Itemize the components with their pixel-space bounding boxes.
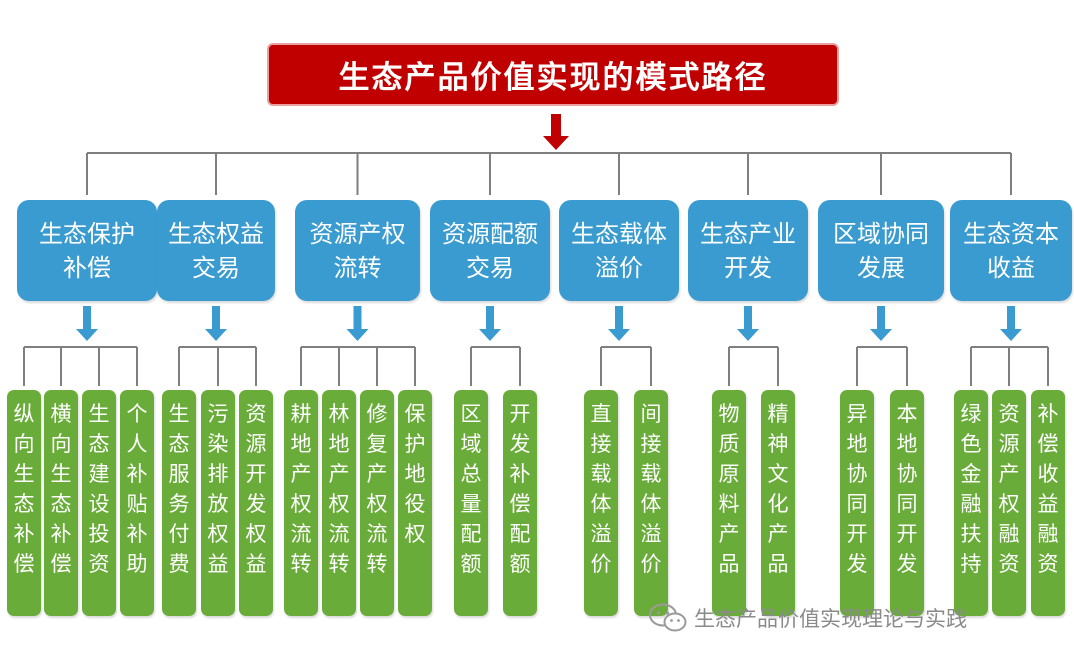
leaf-label: 绿色金融扶持 xyxy=(960,402,982,576)
leaf-box: 纵向生态补偿 xyxy=(7,390,41,616)
leaf-box: 区域总量配额 xyxy=(454,390,488,616)
leaf-label: 耕地产权流转 xyxy=(290,402,312,576)
category-arrow xyxy=(1000,306,1022,341)
leaf-box: 生态建设投资 xyxy=(82,390,116,616)
category-label: 区域协同 发展 xyxy=(833,219,929,282)
leaf-box: 生态服务付费 xyxy=(162,390,196,616)
leaf-box: 本地协同开发 xyxy=(890,390,924,616)
leaf-label: 资源产权融资 xyxy=(998,402,1020,576)
leaf-box: 资源产权融资 xyxy=(992,390,1026,616)
diagram-title: 生态产品价值实现的模式路径 xyxy=(267,43,839,106)
leaf-box: 物质原料产品 xyxy=(712,390,746,616)
leaf-label: 物质原料产品 xyxy=(718,402,740,576)
category-arrow xyxy=(737,306,759,341)
leaf-label: 生态建设投资 xyxy=(88,402,110,576)
category-label: 生态保护 补偿 xyxy=(39,219,135,282)
leaf-label: 林地产权流转 xyxy=(328,402,350,576)
category-arrow xyxy=(76,306,98,341)
title-arrow xyxy=(543,114,569,150)
leaf-label: 异地协同开发 xyxy=(846,402,868,576)
category-label: 资源配额 交易 xyxy=(442,219,538,282)
leaf-label: 资源开发权益 xyxy=(245,402,267,576)
leaf-label: 间接载体溢价 xyxy=(640,402,662,576)
leaf-box: 间接载体溢价 xyxy=(634,390,668,616)
leaf-box: 异地协同开发 xyxy=(840,390,874,616)
category-arrow xyxy=(608,306,630,341)
leaf-box: 修复产权流转 xyxy=(360,390,394,616)
category-box: 生态权益 交易 xyxy=(157,200,275,301)
leaf-label: 生态服务付费 xyxy=(168,402,190,576)
category-label: 生态载体 溢价 xyxy=(571,219,667,282)
leaf-label: 污染排放权益 xyxy=(207,402,229,576)
category-arrow xyxy=(346,306,369,341)
leaf-label: 个人补贴补助 xyxy=(126,402,148,576)
category-box: 生态资本 收益 xyxy=(950,200,1072,301)
leaf-box: 直接载体溢价 xyxy=(584,390,618,616)
leaf-label: 修复产权流转 xyxy=(366,402,388,576)
category-arrow xyxy=(479,306,501,341)
leaf-box: 绿色金融扶持 xyxy=(954,390,988,616)
leaf-box: 个人补贴补助 xyxy=(120,390,154,616)
leaf-box: 精神文化产品 xyxy=(761,390,795,616)
category-box: 生态载体 溢价 xyxy=(559,200,679,301)
category-label: 资源产权 流转 xyxy=(309,219,406,282)
category-box: 区域协同 发展 xyxy=(818,200,944,301)
leaf-box: 林地产权流转 xyxy=(322,390,356,616)
category-box: 资源配额 交易 xyxy=(430,200,550,301)
leaf-box: 污染排放权益 xyxy=(201,390,235,616)
category-box: 生态产业 开发 xyxy=(688,200,808,301)
leaf-label: 区域总量配额 xyxy=(460,402,482,576)
leaf-label: 补偿收益融资 xyxy=(1037,402,1059,576)
leaf-label: 横向生态补偿 xyxy=(50,402,72,576)
leaf-label: 直接载体溢价 xyxy=(590,402,612,576)
leaf-box: 资源开发权益 xyxy=(239,390,273,616)
leaf-box: 保护地役权 xyxy=(398,390,432,616)
category-box: 资源产权 流转 xyxy=(295,200,420,301)
leaf-box: 开发补偿配额 xyxy=(503,390,537,616)
leaf-label: 纵向生态补偿 xyxy=(13,402,35,576)
leaf-label: 开发补偿配额 xyxy=(509,402,531,576)
watermark-text: 生态产品价值实现理论与实践 xyxy=(694,607,967,631)
category-label: 生态资本 收益 xyxy=(963,219,1059,282)
leaf-label: 本地协同开发 xyxy=(896,402,918,576)
leaf-label: 精神文化产品 xyxy=(767,402,789,576)
diagram-title-text: 生态产品价值实现的模式路径 xyxy=(338,60,768,96)
category-label: 生态产业 开发 xyxy=(700,219,796,282)
category-label: 生态权益 交易 xyxy=(168,219,264,282)
category-arrow xyxy=(870,306,892,341)
leaf-label: 保护地役权 xyxy=(404,402,426,546)
wechat-icon xyxy=(649,603,687,632)
category-arrow xyxy=(205,306,227,341)
leaf-box: 耕地产权流转 xyxy=(284,390,318,616)
category-box: 生态保护 补偿 xyxy=(17,200,157,301)
watermark: 生态产品价值实现理论与实践 xyxy=(648,600,967,636)
leaf-box: 横向生态补偿 xyxy=(44,390,78,616)
leaf-box: 补偿收益融资 xyxy=(1031,390,1065,616)
